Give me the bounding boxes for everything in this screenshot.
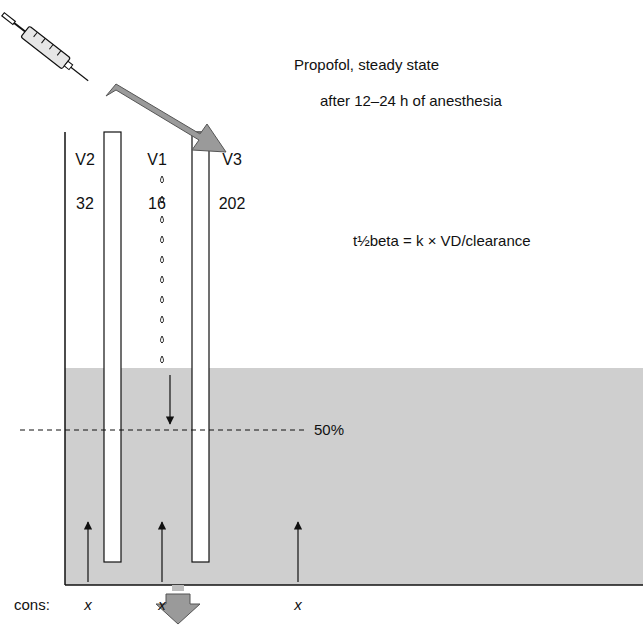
note-label: t½beta = k × VD/clearance: [353, 232, 531, 250]
compartment-name: V1: [122, 150, 192, 170]
compartment-name: V3: [210, 150, 254, 170]
compartment-volume: 202: [210, 194, 254, 214]
concentration-mark: x: [158, 596, 166, 614]
concentration-mark: x: [84, 596, 92, 614]
compartment: V2 32: [66, 150, 104, 214]
compartment: V1 16: [122, 150, 192, 214]
concentration-mark: x: [294, 596, 302, 614]
note-label: after 12–24 h of anesthesia: [320, 92, 502, 110]
compartment-volume: 16: [122, 194, 192, 214]
cons-label: cons:: [14, 596, 50, 614]
note-label: Propofol, steady state: [294, 56, 439, 74]
compartment-volume: 32: [66, 194, 104, 214]
note-label: 50%: [314, 421, 344, 439]
compartment: V3 202: [210, 150, 254, 214]
compartment-name: V2: [66, 150, 104, 170]
